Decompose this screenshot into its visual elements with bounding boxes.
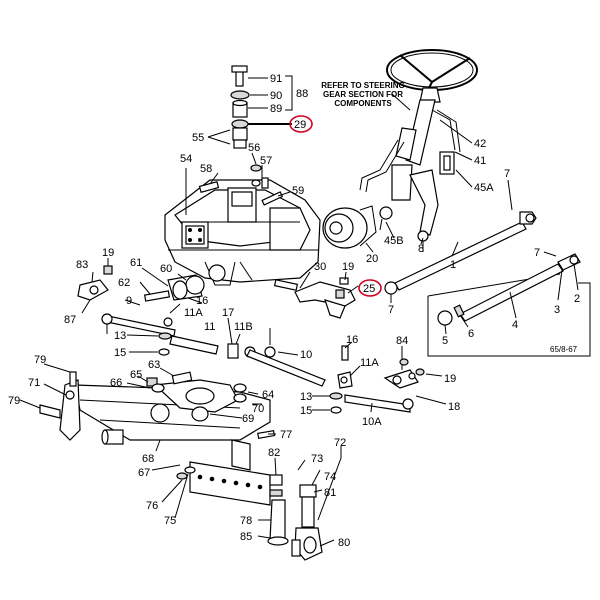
callout: 29 xyxy=(294,119,306,131)
callout: 13 xyxy=(300,391,312,403)
callout: 10A xyxy=(362,416,382,428)
callout: 25 xyxy=(363,283,375,295)
callout: 79 xyxy=(34,354,46,366)
callout: 70 xyxy=(252,403,264,415)
callout: 55 xyxy=(192,132,204,144)
callout: 58 xyxy=(200,163,212,175)
callout: 80 xyxy=(338,537,350,549)
callout: 84 xyxy=(396,335,408,347)
callout: 79 xyxy=(8,395,20,407)
callout: 69 xyxy=(242,413,254,425)
callout: 7 xyxy=(504,168,510,180)
figure-code: 65/8-67 xyxy=(550,345,578,354)
callout: 19 xyxy=(102,247,114,259)
axle-extension xyxy=(161,439,342,561)
steering-wheel-column xyxy=(322,49,478,253)
callout: 66 xyxy=(110,377,122,389)
svg-text:REFER TO STEERING: REFER TO STEERING xyxy=(321,81,404,90)
callout: 90 xyxy=(270,90,282,102)
top-stack-parts xyxy=(207,65,293,149)
callout: 61 xyxy=(130,257,142,269)
callout: 85 xyxy=(240,531,252,543)
callout: 78 xyxy=(240,515,252,527)
callout: 67 xyxy=(138,467,150,479)
callout: 19 xyxy=(444,373,456,385)
callout: 10 xyxy=(300,349,312,361)
callout: 11A xyxy=(184,307,203,319)
callout: 13 xyxy=(114,330,126,342)
callout: 82 xyxy=(268,447,280,459)
drag-link-assembly xyxy=(384,179,591,357)
callout: 45B xyxy=(384,235,404,247)
callout: 7 xyxy=(388,304,394,316)
front-axle xyxy=(19,363,276,471)
callout: 3 xyxy=(554,304,560,316)
callout: 2 xyxy=(574,293,580,305)
callout: 74 xyxy=(324,471,336,483)
callout: 30 xyxy=(314,261,326,273)
callout: 54 xyxy=(180,153,192,165)
callout: 68 xyxy=(142,453,154,465)
callout: 6 xyxy=(468,328,474,340)
callout: 63 xyxy=(148,359,160,371)
callout: 42 xyxy=(474,138,486,150)
callout: 17 xyxy=(222,307,234,319)
callout: 1 xyxy=(450,259,456,271)
callout: 62 xyxy=(118,277,130,289)
tie-rods-center xyxy=(246,328,447,414)
callout: 8 xyxy=(418,243,424,255)
callout: 11B xyxy=(234,321,253,333)
callout: 91 xyxy=(270,73,282,85)
svg-text:COMPONENTS: COMPONENTS xyxy=(334,99,392,108)
left-linkage xyxy=(77,258,256,359)
reference-note: REFER TO STEERING GEAR SECTION FOR COMPO… xyxy=(321,81,404,108)
callout: 81 xyxy=(324,487,336,499)
callout: 59 xyxy=(292,185,304,197)
svg-text:GEAR SECTION FOR: GEAR SECTION FOR xyxy=(323,90,403,99)
callout: 5 xyxy=(442,335,448,347)
callout: 76 xyxy=(146,500,158,512)
callout: 72 xyxy=(334,437,346,449)
callout: 16 xyxy=(346,334,358,346)
callout: 11 xyxy=(204,321,215,333)
callout: 87 xyxy=(64,314,76,326)
callout: 64 xyxy=(262,389,274,401)
callout: 16 xyxy=(196,295,208,307)
callout: 71 xyxy=(28,377,40,389)
callout: 75 xyxy=(164,515,176,527)
callout: 41 xyxy=(474,155,486,167)
callout: 19 xyxy=(342,261,354,273)
callout: 89 xyxy=(270,103,282,115)
callout: 60 xyxy=(160,263,172,275)
callout: 73 xyxy=(311,453,323,465)
highlight-ring-29 xyxy=(289,115,313,133)
callout: 57 xyxy=(260,155,272,167)
callout: 83 xyxy=(76,259,88,271)
highlight-ring-25 xyxy=(358,279,382,297)
callout: 20 xyxy=(366,253,378,265)
callout: 77 xyxy=(280,429,292,441)
callout-labels: 91 90 89 88 29 55 56 57 54 58 59 42 41 4… xyxy=(8,73,580,549)
steering-housing xyxy=(164,152,321,286)
callout: 88 xyxy=(296,88,308,100)
callout: 56 xyxy=(248,142,260,154)
callout: 9 xyxy=(126,295,132,307)
callout: 15 xyxy=(114,347,126,359)
callout: 18 xyxy=(448,401,460,413)
center-arm xyxy=(273,271,359,319)
callout: 7 xyxy=(534,247,540,259)
callout: 11A xyxy=(360,357,379,369)
callout: 4 xyxy=(512,319,518,331)
callout: 65 xyxy=(130,369,142,381)
callout: 45A xyxy=(474,182,494,194)
callout: 15 xyxy=(300,405,312,417)
